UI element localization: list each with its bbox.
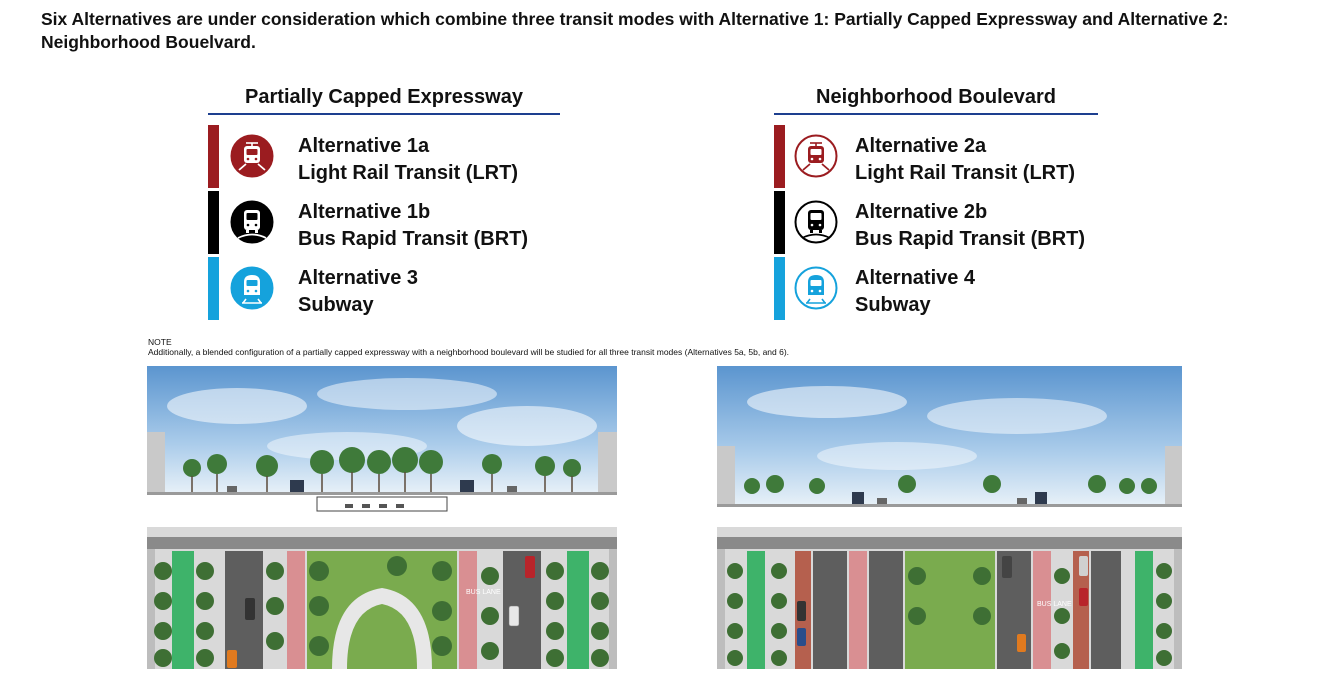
mode-color-bar [208, 257, 219, 320]
note-text: Additionally, a blended configuration of… [148, 347, 790, 357]
partially-capped-expressway-column: Partially Capped Expressway Alternative … [208, 86, 560, 321]
alternative-mode: Light Rail Transit (LRT) [855, 162, 1075, 184]
partially-capped-expressway-rendering: BUS LANE [147, 366, 617, 669]
bus-icon [230, 200, 274, 244]
subway-icon [794, 266, 838, 310]
alternative-mode: Bus Rapid Transit (BRT) [298, 228, 529, 250]
note: NOTE Additionally, a blended configurati… [148, 337, 1248, 357]
alternative-name: Alternative 1b [298, 201, 431, 223]
mode-color-bar [208, 125, 219, 188]
alternative-mode: Bus Rapid Transit (BRT) [855, 228, 1086, 250]
intro-text: Six Alternatives are under consideration… [41, 9, 1229, 52]
street-section-view [147, 366, 617, 512]
alternative-name: Alternative 2b [855, 201, 988, 223]
street-section-view [717, 366, 1182, 507]
alternative-row: Alternative 3 Subway [208, 255, 560, 321]
alternative-row: Alternative 2b Bus Rapid Transit (BRT) [774, 189, 1098, 255]
alternative-row: Alternative 2a Light Rail Transit (LRT) [774, 123, 1098, 189]
neighborhood-boulevard-rendering: BUS LANE [717, 366, 1182, 669]
alternative-mode: Light Rail Transit (LRT) [298, 162, 518, 184]
alternative-mode: Subway [855, 294, 931, 316]
alternative-row: Alternative 1b Bus Rapid Transit (BRT) [208, 189, 560, 255]
neighborhood-boulevard-column: Neighborhood Boulevard Alternative 2a Li… [774, 86, 1098, 321]
alternative-name: Alternative 1a [298, 135, 430, 157]
subway-icon [230, 266, 274, 310]
light-rail-icon [230, 134, 274, 178]
street-plan-view: BUS LANE [717, 527, 1182, 669]
alternative-mode: Subway [298, 294, 374, 316]
light-rail-icon [794, 134, 838, 178]
alternative-name: Alternative 3 [298, 267, 419, 289]
alternative-name: Alternative 4 [855, 267, 976, 289]
street-plan-view: BUS LANE [147, 527, 617, 669]
column-title: Neighborhood Boulevard [774, 86, 1098, 115]
bus-icon [794, 200, 838, 244]
mode-color-bar [208, 191, 219, 254]
column-title: Partially Capped Expressway [208, 86, 560, 115]
alternative-row: Alternative 4 Subway [774, 255, 1098, 321]
mode-color-bar [774, 191, 785, 254]
alternative-row: Alternative 1a Light Rail Transit (LRT) [208, 123, 560, 189]
mode-color-bar [774, 125, 785, 188]
bus-lane-label: BUS LANE [1037, 601, 1072, 608]
mode-color-bar [774, 257, 785, 320]
bus-lane-label: BUS LANE [466, 589, 501, 596]
note-label: NOTE [148, 337, 172, 347]
alternative-name: Alternative 2a [855, 135, 987, 157]
